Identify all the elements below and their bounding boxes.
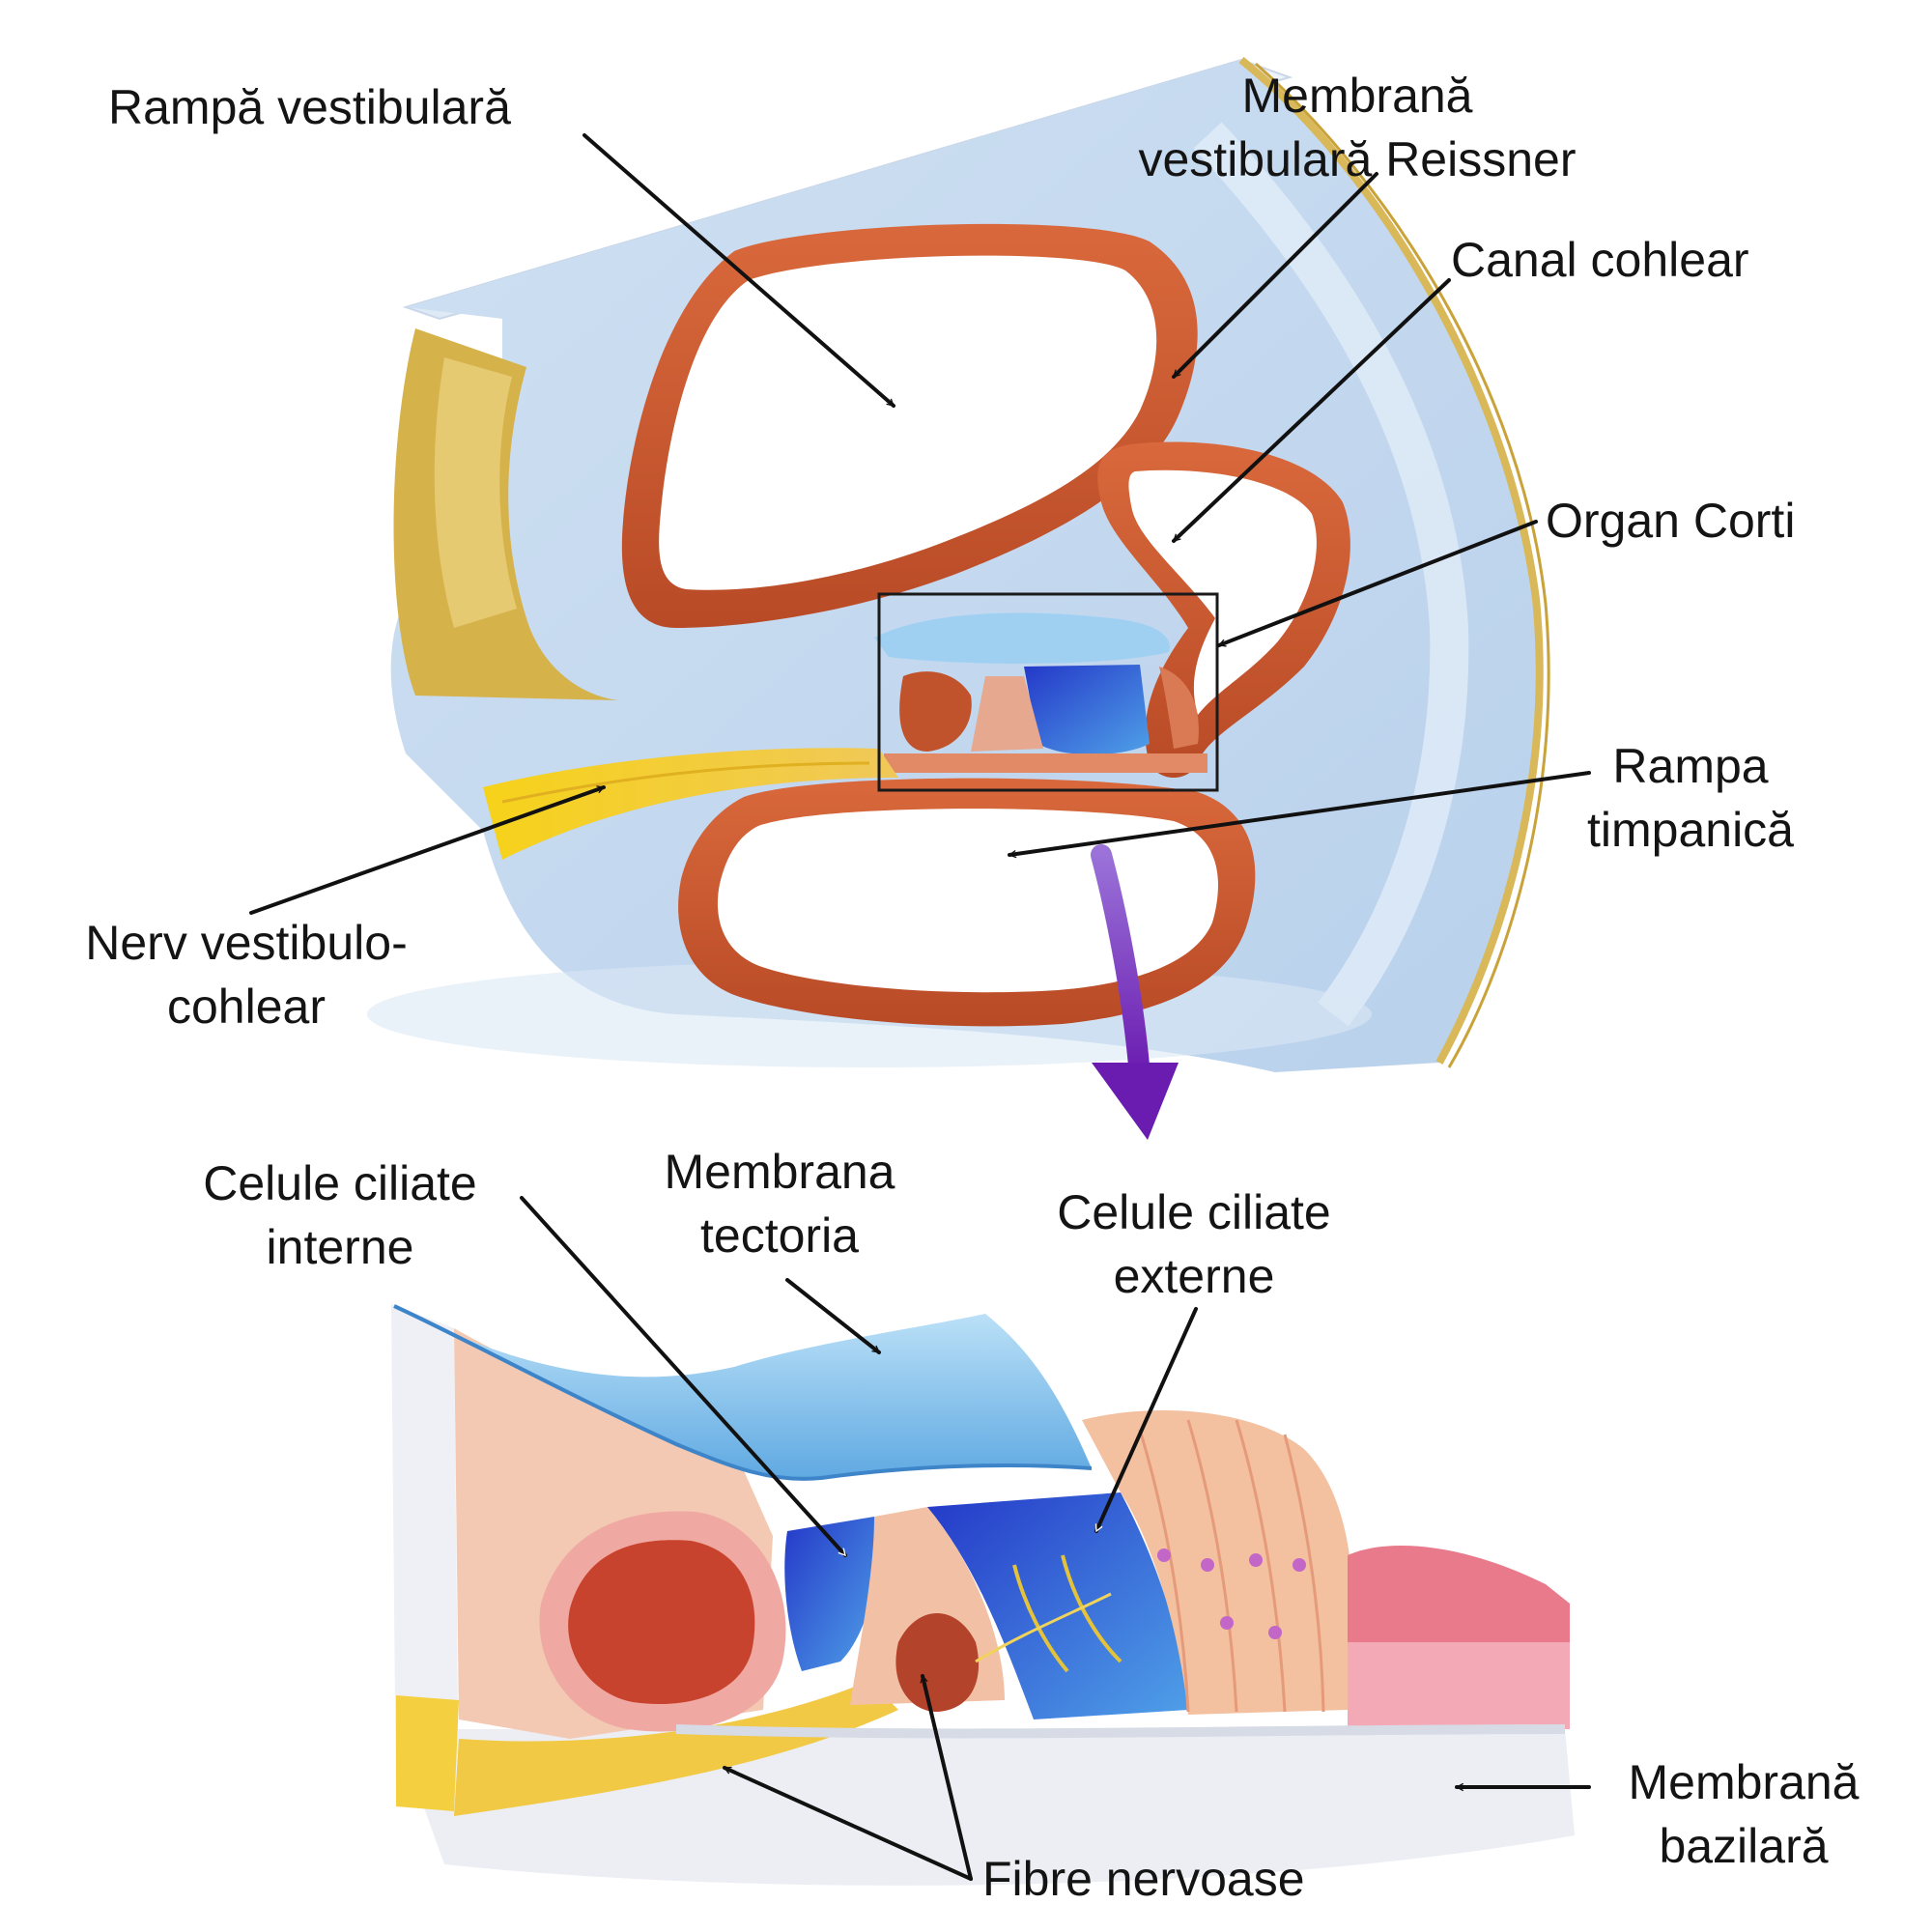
label-nerve-fibers: Fibre nervoase (982, 1852, 1305, 1906)
leader-nerve-fibers-2 (923, 1674, 973, 1881)
leader-tectorial-membrane (785, 1278, 881, 1354)
label-vestibulocochlear-nerve: Nerv vestibulo- cohlear (85, 916, 408, 1034)
leader-organ-corti (1217, 520, 1538, 647)
leader-scala-tympani (1008, 771, 1591, 855)
label-cochlear-duct: Canal cohlear (1451, 233, 1749, 287)
label-tectorial-membrane: Membrana tectoria (664, 1145, 895, 1263)
label-outer-hair-cells: Celule ciliate externe (1057, 1185, 1331, 1303)
leader-outer-hair-cells (1094, 1307, 1198, 1533)
label-inner-hair-cells: Celule ciliate interne (203, 1156, 477, 1274)
label-scala-vestibuli: Rampă vestibulară (108, 80, 511, 134)
leader-scala-vestibuli (582, 133, 895, 408)
label-scala-tympani: Rampa timpanică (1587, 739, 1794, 857)
leader-cochlear-duct (1172, 278, 1451, 543)
leader-inner-hair-cells (520, 1196, 847, 1557)
leader-reissner-membrane (1172, 172, 1378, 379)
label-basilar-membrane: Membrană bazilară (1628, 1755, 1860, 1873)
leader-vestibulocochlear-nerve (249, 785, 606, 915)
label-reissner-membrane: Membrană vestibulară Reissner (1138, 69, 1577, 186)
leader-nerve-fibers-1 (723, 1766, 973, 1881)
label-organ-corti: Organ Corti (1546, 494, 1796, 548)
